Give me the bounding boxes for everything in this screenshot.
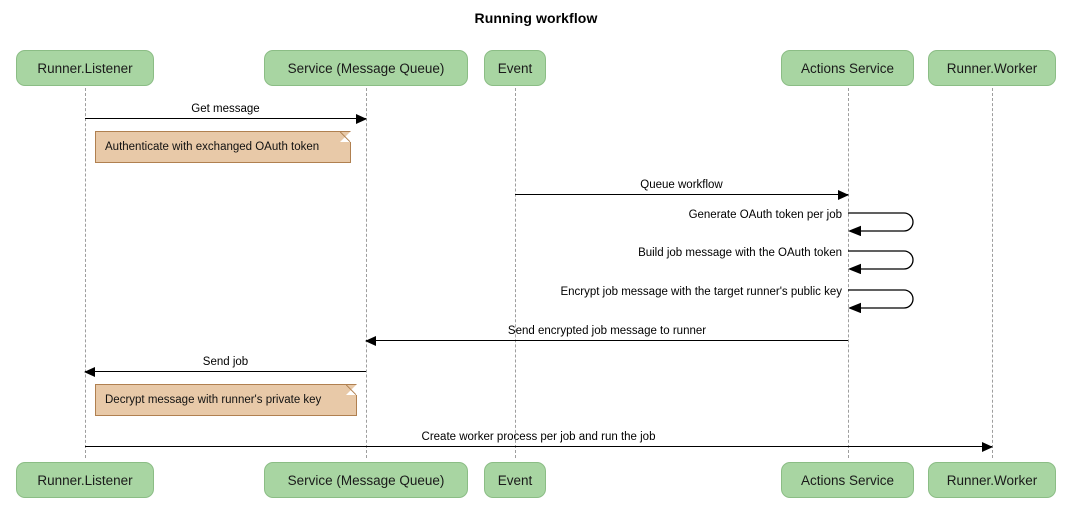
- message-label-send-encrypted-job-message: Send encrypted job message to runner: [507, 325, 707, 337]
- message-label-encrypt-job-message: Encrypt job message with the target runn…: [560, 286, 842, 298]
- note-fold-edge-icon: [340, 131, 351, 142]
- message-arrow-create-worker-process: [85, 441, 993, 452]
- arrowhead-icon: [84, 366, 95, 377]
- participant-service-message-queue-bottom[interactable]: Service (Message Queue): [264, 462, 468, 498]
- self-message-arrow-generate-oauth-token: [846, 210, 920, 236]
- participant-runner-worker-bottom[interactable]: Runner.Worker: [928, 462, 1056, 498]
- participant-label: Runner.Worker: [946, 472, 1038, 488]
- message-label-send-job: Send job: [202, 356, 249, 368]
- arrowhead-icon: [838, 189, 849, 200]
- note-authenticate: Authenticate with exchanged OAuth token: [95, 131, 351, 163]
- arrowhead-icon: [365, 335, 376, 346]
- message-arrow-get-message: [85, 113, 367, 124]
- participant-service-message-queue-top[interactable]: Service (Message Queue): [264, 50, 468, 86]
- participant-label: Service (Message Queue): [287, 472, 445, 488]
- participant-event-bottom[interactable]: Event: [484, 462, 546, 498]
- participant-runner-listener-bottom[interactable]: Runner.Listener: [16, 462, 154, 498]
- message-label-get-message: Get message: [191, 103, 260, 115]
- lifeline-event: [515, 88, 516, 458]
- arrowhead-icon: [356, 113, 367, 124]
- note-text: Decrypt message with runner's private ke…: [105, 394, 322, 406]
- participant-runner-worker-top[interactable]: Runner.Worker: [928, 50, 1056, 86]
- message-arrow-send-encrypted-job-message: [365, 335, 848, 346]
- lifeline-runner-worker: [992, 88, 993, 458]
- note-fold-edge-icon: [346, 384, 357, 395]
- message-arrow-send-job: [84, 366, 366, 377]
- message-label-build-job-message: Build job message with the OAuth token: [638, 247, 842, 259]
- message-label-generate-oauth-token: Generate OAuth token per job: [688, 209, 842, 221]
- page-title: Running workflow: [474, 10, 598, 26]
- note-decrypt: Decrypt message with runner's private ke…: [95, 384, 357, 416]
- message-label-create-worker-process: Create worker process per job and run th…: [421, 431, 656, 443]
- participant-label: Service (Message Queue): [287, 60, 445, 76]
- participant-actions-service-bottom[interactable]: Actions Service: [781, 462, 914, 498]
- participant-label: Actions Service: [800, 472, 895, 488]
- participant-actions-service-top[interactable]: Actions Service: [781, 50, 914, 86]
- participant-label: Event: [497, 60, 533, 76]
- participant-label: Runner.Worker: [946, 60, 1038, 76]
- lifeline-service-message-queue: [366, 88, 367, 458]
- message-label-queue-workflow: Queue workflow: [640, 179, 723, 191]
- note-text: Authenticate with exchanged OAuth token: [105, 141, 320, 153]
- lifeline-runner-listener: [85, 88, 86, 458]
- participant-label: Runner.Listener: [37, 472, 133, 488]
- participant-label: Event: [497, 472, 533, 488]
- self-message-arrow-encrypt-job-message: [846, 287, 920, 313]
- self-message-arrow-build-job-message: [846, 248, 920, 274]
- participant-label: Actions Service: [800, 60, 895, 76]
- participant-event-top[interactable]: Event: [484, 50, 546, 86]
- lifeline-actions-service: [848, 88, 849, 458]
- arrowhead-icon: [982, 441, 993, 452]
- participant-label: Runner.Listener: [37, 60, 133, 76]
- message-arrow-queue-workflow: [515, 189, 849, 200]
- participant-runner-listener-top[interactable]: Runner.Listener: [16, 50, 154, 86]
